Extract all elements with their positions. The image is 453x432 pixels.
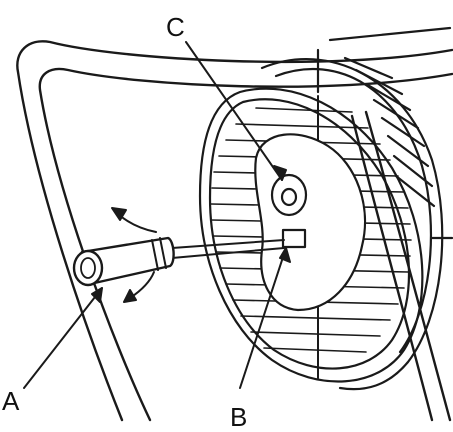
leader-lines [23, 41, 291, 389]
rotation-arrow-top [111, 207, 157, 233]
callout-b: B [230, 402, 247, 432]
callout-c: C [166, 12, 185, 42]
heater-frame [16, 40, 453, 422]
hub-bolt [270, 173, 308, 217]
set-screw [281, 228, 307, 249]
callout-a: A [2, 386, 20, 416]
rotation-arrow-bottom [123, 271, 155, 303]
fan-blade-outline [254, 133, 367, 312]
screwdriver-tool [72, 236, 285, 287]
